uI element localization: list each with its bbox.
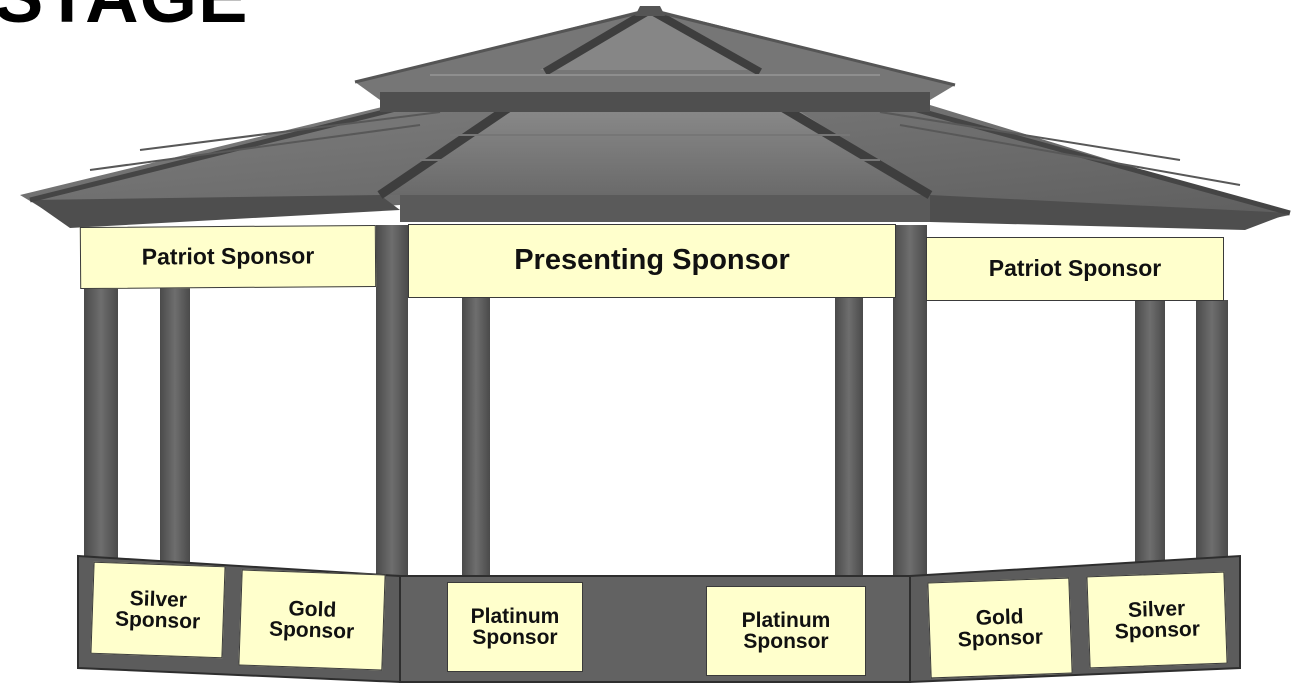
silver-sponsor-panel-right: Silver Sponsor [1086,571,1228,669]
back-posts [160,285,1165,600]
platinum-sponsor-panel-right: Platinum Sponsor [706,586,866,676]
front-posts [84,225,1228,585]
lower-roof [20,96,1291,230]
gold-sponsor-panel-left: Gold Sponsor [238,569,386,671]
silver-sponsor-panel-left: Silver Sponsor [90,561,226,659]
gold-sponsor-panel-right: Gold Sponsor [927,577,1073,679]
patriot-sponsor-banner-right: Patriot Sponsor [926,237,1224,301]
presenting-sponsor-banner: Presenting Sponsor [408,224,896,298]
page-title: STAGE [0,0,248,34]
patriot-sponsor-banner-left: Patriot Sponsor [79,224,377,290]
platinum-sponsor-panel-left: Platinum Sponsor [447,582,583,672]
upper-roof [354,6,956,112]
